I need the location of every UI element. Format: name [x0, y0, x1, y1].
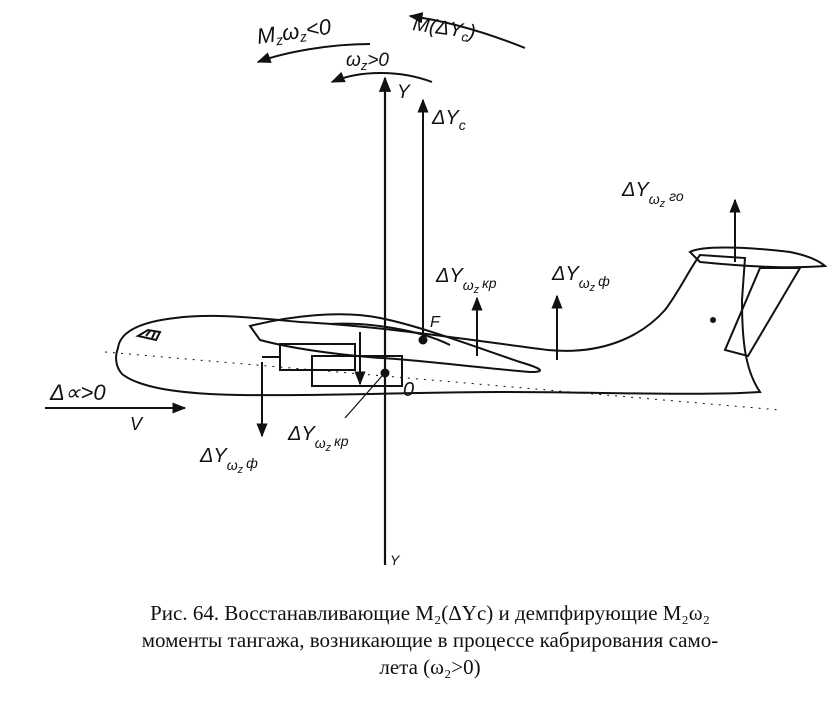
figure-caption: Рис. 64. Восстанавливающие M₂(ΔYс) и дем…: [40, 600, 820, 681]
caption-line-1: Рис. 64. Восстанавливающие M₂(ΔYс) и дем…: [150, 601, 710, 625]
restoring-moment-arc: [408, 12, 526, 49]
moment-damping-label: Mzωz<0: [255, 14, 333, 51]
caption-line-2: моменты тангажа, возникающие в процессе …: [141, 628, 719, 652]
alpha-label: Δ∝>0: [49, 380, 106, 405]
point-o-dot: [380, 368, 390, 378]
caption-line-3: лета (ω₂>0): [379, 655, 481, 679]
point-f-label: F: [430, 314, 441, 331]
wing-label-leader: [344, 375, 383, 419]
delta-yc-label: ΔYc: [431, 107, 466, 133]
tail-dot: [710, 317, 716, 323]
omega-arc: [330, 71, 433, 83]
point-f-dot: [418, 335, 428, 345]
moment-restoring-label: M(ΔYc): [411, 13, 477, 46]
axis-y-bottom-label: Y: [390, 552, 401, 568]
omega-main-label: ωz>0: [346, 50, 389, 73]
aircraft-outline: [115, 246, 828, 397]
velocity-label: V: [130, 414, 144, 434]
reference-axis: [104, 351, 781, 411]
damping-moment-arc: [256, 43, 371, 63]
point-o-label: 0: [403, 379, 414, 401]
axis-y-label: Y: [397, 82, 411, 103]
